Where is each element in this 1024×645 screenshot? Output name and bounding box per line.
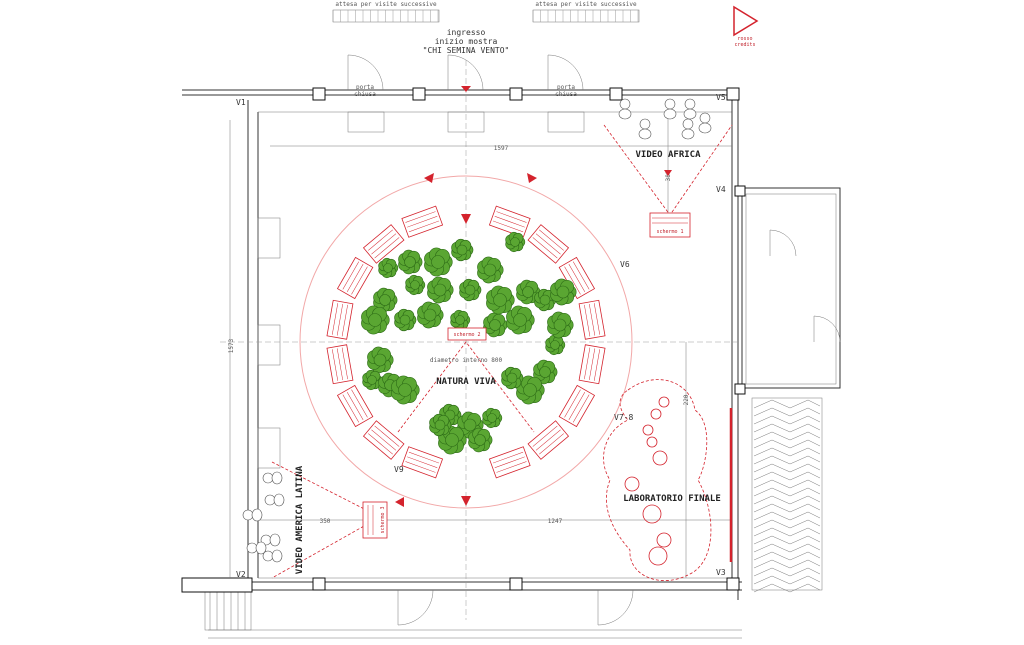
queue-left-label: attesa per visite successive	[335, 1, 437, 8]
screen-natura-label: schermo 2	[453, 332, 480, 338]
dimensions: 1597 1573 380 220 350 1247	[228, 112, 732, 578]
screen-africa-label: schermo 1	[656, 229, 683, 235]
tree	[506, 305, 535, 335]
view-v1: V1	[236, 98, 246, 107]
zone-africa-label: VIDEO AFRICA	[635, 150, 701, 160]
entrance-label: ingresso	[447, 28, 486, 37]
bench	[488, 446, 531, 479]
tree	[438, 425, 467, 455]
tree	[533, 359, 558, 385]
view-v7-8: V7-8	[614, 413, 633, 422]
tree	[468, 427, 493, 453]
exhibition-title: "CHI SEMINA VENTO"	[423, 46, 510, 55]
zone-america-label: VIDEO AMERICA LATINA	[295, 465, 305, 574]
view-v5: V5	[716, 93, 726, 102]
tree	[427, 276, 454, 304]
bench	[336, 384, 374, 428]
play-triangle-icon	[733, 5, 759, 37]
dim-width-top: 1597	[494, 145, 509, 152]
credits-logo: rosso credits	[733, 5, 759, 48]
door-closed-2-sublabel: chiusa	[555, 91, 577, 98]
tree	[486, 285, 515, 315]
bench	[362, 420, 405, 460]
tree	[361, 305, 390, 335]
queue-right: attesa per visite successive	[532, 1, 640, 23]
bench	[578, 299, 606, 340]
walls	[182, 89, 841, 639]
bench	[401, 205, 444, 238]
circular-path	[299, 175, 633, 509]
zone-lab-label: LABORATORIO FINALE	[623, 494, 721, 504]
view-v3: V3	[716, 568, 726, 577]
doors-bottom	[397, 589, 634, 626]
tree	[367, 346, 394, 374]
diameter-label: diametro interno 800	[430, 357, 503, 364]
queue-left: attesa per visite successive	[332, 1, 440, 23]
view-v4: V4	[716, 185, 726, 194]
tree	[550, 278, 577, 306]
screen-natura: schermo 2	[447, 327, 487, 341]
bench	[488, 205, 531, 238]
tree	[391, 375, 420, 405]
columns	[181, 87, 746, 593]
bench	[336, 256, 374, 300]
tree	[505, 231, 526, 253]
view-labels: V1 V2 V3 V4 V5 V6 V7-8 V9	[236, 93, 726, 579]
credits-line1: rosso	[737, 36, 752, 42]
view-v2: V2	[236, 570, 246, 579]
tree	[450, 309, 471, 331]
bench	[401, 446, 444, 479]
tree	[483, 312, 508, 338]
bench	[326, 344, 354, 385]
bench	[527, 420, 570, 460]
tree	[405, 274, 426, 296]
tree	[545, 334, 566, 356]
bench	[578, 344, 606, 385]
view-v6: V6	[620, 260, 630, 269]
tree	[501, 366, 524, 390]
zone-america: schermo 3 VIDEO AMERICA LATINA	[242, 461, 388, 579]
bench	[558, 384, 596, 428]
tree	[429, 413, 452, 437]
tree	[451, 238, 474, 262]
door-closed-1-label: porta	[356, 84, 374, 91]
tree	[477, 256, 504, 284]
doors-top: porta chiusa porta chiusa	[347, 54, 585, 133]
tree	[424, 247, 453, 277]
door-closed-1-sublabel: chiusa	[354, 91, 376, 98]
tree	[398, 249, 423, 275]
bench	[362, 224, 405, 264]
queue-right-label: attesa per visite successive	[535, 1, 637, 8]
bench	[326, 299, 354, 340]
bench	[527, 224, 570, 264]
dim-bottom-width: 1247	[548, 518, 563, 525]
zone-lab: LABORATORIO FINALE	[603, 379, 733, 581]
dim-lab-height: 220	[683, 394, 690, 405]
natura-viewcone	[397, 341, 535, 433]
dim-america-width: 350	[320, 518, 331, 525]
tree	[516, 279, 541, 305]
zone-natura-label: NATURA VIVA	[436, 377, 496, 387]
entrance-sublabel: inizio mostra	[435, 37, 498, 46]
tree	[394, 308, 417, 332]
door-closed-2-label: porta	[557, 84, 575, 91]
dim-height-left: 1573	[228, 338, 235, 353]
tree	[516, 375, 545, 405]
tree	[482, 407, 503, 429]
path-arrows	[395, 86, 537, 507]
tree	[459, 278, 482, 302]
left-wall-panels	[257, 217, 281, 469]
zone-africa: schermo 1 VIDEO AFRICA	[603, 98, 733, 238]
tree	[417, 301, 444, 329]
tree	[378, 257, 399, 279]
tree	[547, 311, 574, 339]
credits-line2: credits	[734, 42, 755, 48]
dim-africa-depth: 380	[665, 170, 672, 181]
screen-america-label: schermo 3	[380, 506, 386, 533]
trees-cluster	[361, 231, 577, 455]
view-v9: V9	[394, 465, 404, 474]
